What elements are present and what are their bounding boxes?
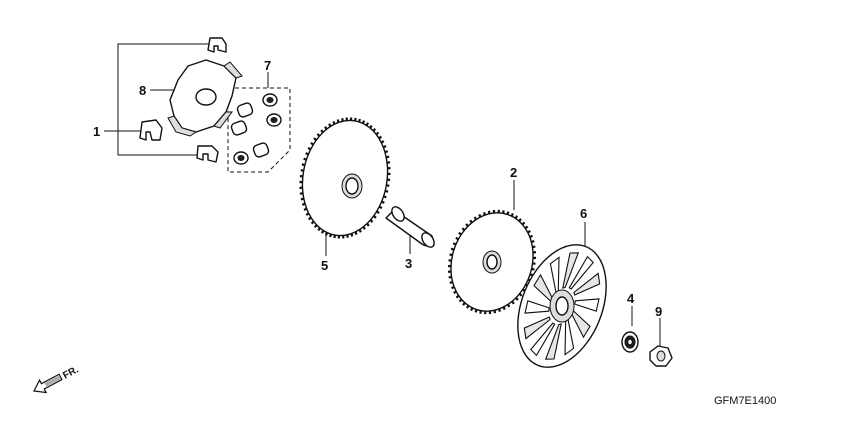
- callout-6: 6: [580, 206, 587, 221]
- weight-roller: [266, 113, 282, 127]
- fan-blade: [562, 252, 580, 289]
- slide-piece-top: [207, 37, 227, 53]
- movable-drive-face: [299, 117, 391, 239]
- fan-blade: [523, 316, 551, 340]
- washer: [621, 331, 639, 353]
- slide-piece-bottom: [196, 145, 219, 163]
- bracket-part-1: [117, 43, 210, 156]
- callout-9: 9: [655, 304, 662, 319]
- collar: [385, 206, 435, 248]
- front-label: FR.: [61, 364, 81, 381]
- callout-8: 8: [139, 83, 146, 98]
- callout-4: 4: [627, 291, 635, 306]
- weight-roller: [236, 102, 254, 118]
- slide-piece-left: [139, 119, 163, 141]
- leader-lines: [104, 43, 661, 346]
- callout-7: 7: [264, 58, 271, 73]
- diagram-code: GFM7E1400: [714, 395, 776, 407]
- weight-rollers: [230, 93, 282, 165]
- drive-face: [447, 209, 537, 315]
- callout-1: 1: [93, 124, 100, 139]
- fan-blade: [573, 272, 601, 296]
- fan-blade: [544, 323, 562, 360]
- fan-blade: [568, 255, 594, 290]
- fan-blade: [530, 322, 556, 357]
- weight-roller: [252, 142, 270, 158]
- weight-roller: [233, 151, 249, 165]
- weight-roller: [230, 120, 248, 136]
- ramp-plate: [167, 59, 243, 137]
- fan-blade: [574, 298, 600, 312]
- callout-5: 5: [321, 258, 328, 273]
- callouts: 1 2 3 4 5 6 7 8 9: [93, 58, 662, 319]
- callout-3: 3: [405, 256, 412, 271]
- bracket-part-7: [227, 87, 291, 173]
- weight-roller: [262, 93, 278, 107]
- front-arrow-icon: [33, 373, 63, 394]
- nut: [649, 345, 673, 367]
- callout-2: 2: [510, 165, 517, 180]
- front-indicator: FR.: [33, 364, 81, 394]
- cooling-fan: [517, 244, 607, 368]
- fan-blade: [524, 300, 550, 314]
